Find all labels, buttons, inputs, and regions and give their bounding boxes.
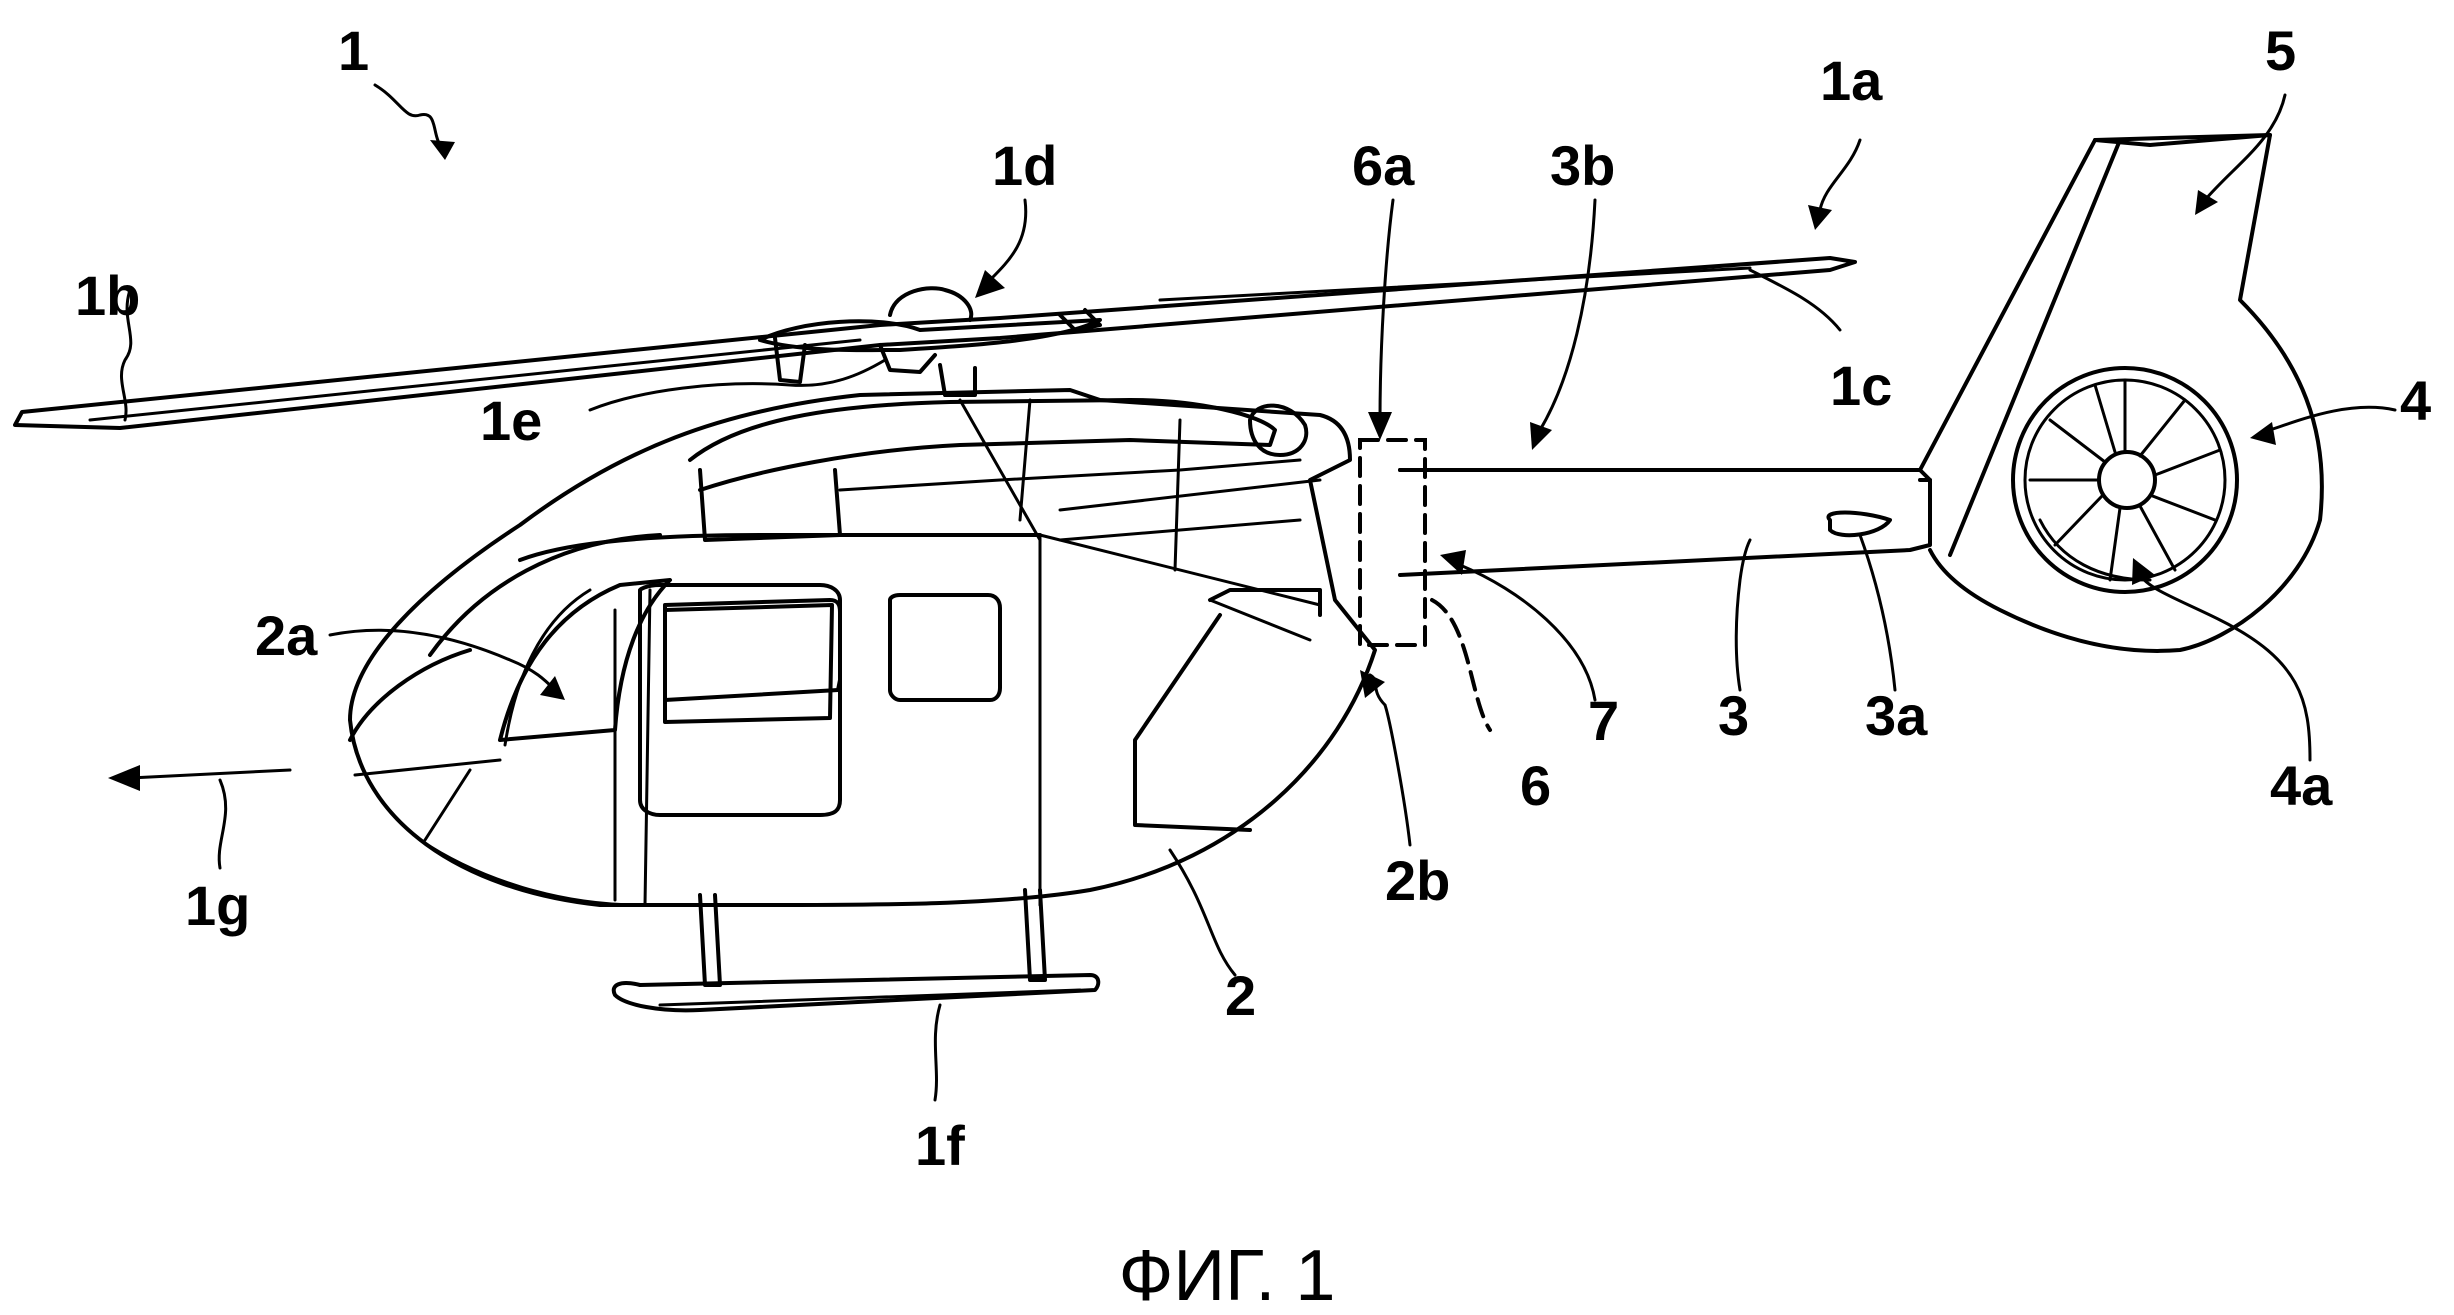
label-3b: 3b bbox=[1550, 134, 1615, 197]
leader-lines bbox=[108, 83, 2397, 1102]
label-4: 4 bbox=[2400, 369, 2431, 432]
label-1c: 1c bbox=[1830, 354, 1892, 417]
label-1: 1 bbox=[338, 19, 369, 82]
label-4a: 4a bbox=[2270, 754, 2333, 817]
landing-skid bbox=[611, 888, 1101, 1013]
dashed-region-6 bbox=[1358, 438, 1492, 732]
fuselage bbox=[348, 388, 1377, 907]
label-5: 5 bbox=[2265, 19, 2296, 82]
label-3: 3 bbox=[1718, 684, 1749, 747]
label-1d: 1d bbox=[992, 134, 1057, 197]
label-6a: 6a bbox=[1352, 134, 1415, 197]
reference-labels: 1 1a 1b 1c 1d 1e 1f 1g 2 2a 2b 3 3a 3b 4… bbox=[75, 19, 2431, 1177]
figure-caption: ФИГ. 1 bbox=[1119, 1236, 1336, 1315]
label-2a: 2a bbox=[255, 604, 318, 667]
main-rotor bbox=[13, 256, 1857, 430]
label-3a: 3a bbox=[1865, 684, 1928, 747]
tail-boom bbox=[1398, 468, 1932, 577]
label-7: 7 bbox=[1588, 689, 1619, 752]
label-1g: 1g bbox=[185, 874, 250, 937]
tail-fin bbox=[1918, 133, 2324, 653]
label-1e: 1e bbox=[480, 389, 542, 452]
label-2b: 2b bbox=[1385, 849, 1450, 912]
label-2: 2 bbox=[1225, 964, 1256, 1027]
label-6: 6 bbox=[1520, 754, 1551, 817]
label-1f: 1f bbox=[915, 1114, 965, 1177]
label-1a: 1a bbox=[1820, 49, 1883, 112]
label-1b: 1b bbox=[75, 264, 140, 327]
